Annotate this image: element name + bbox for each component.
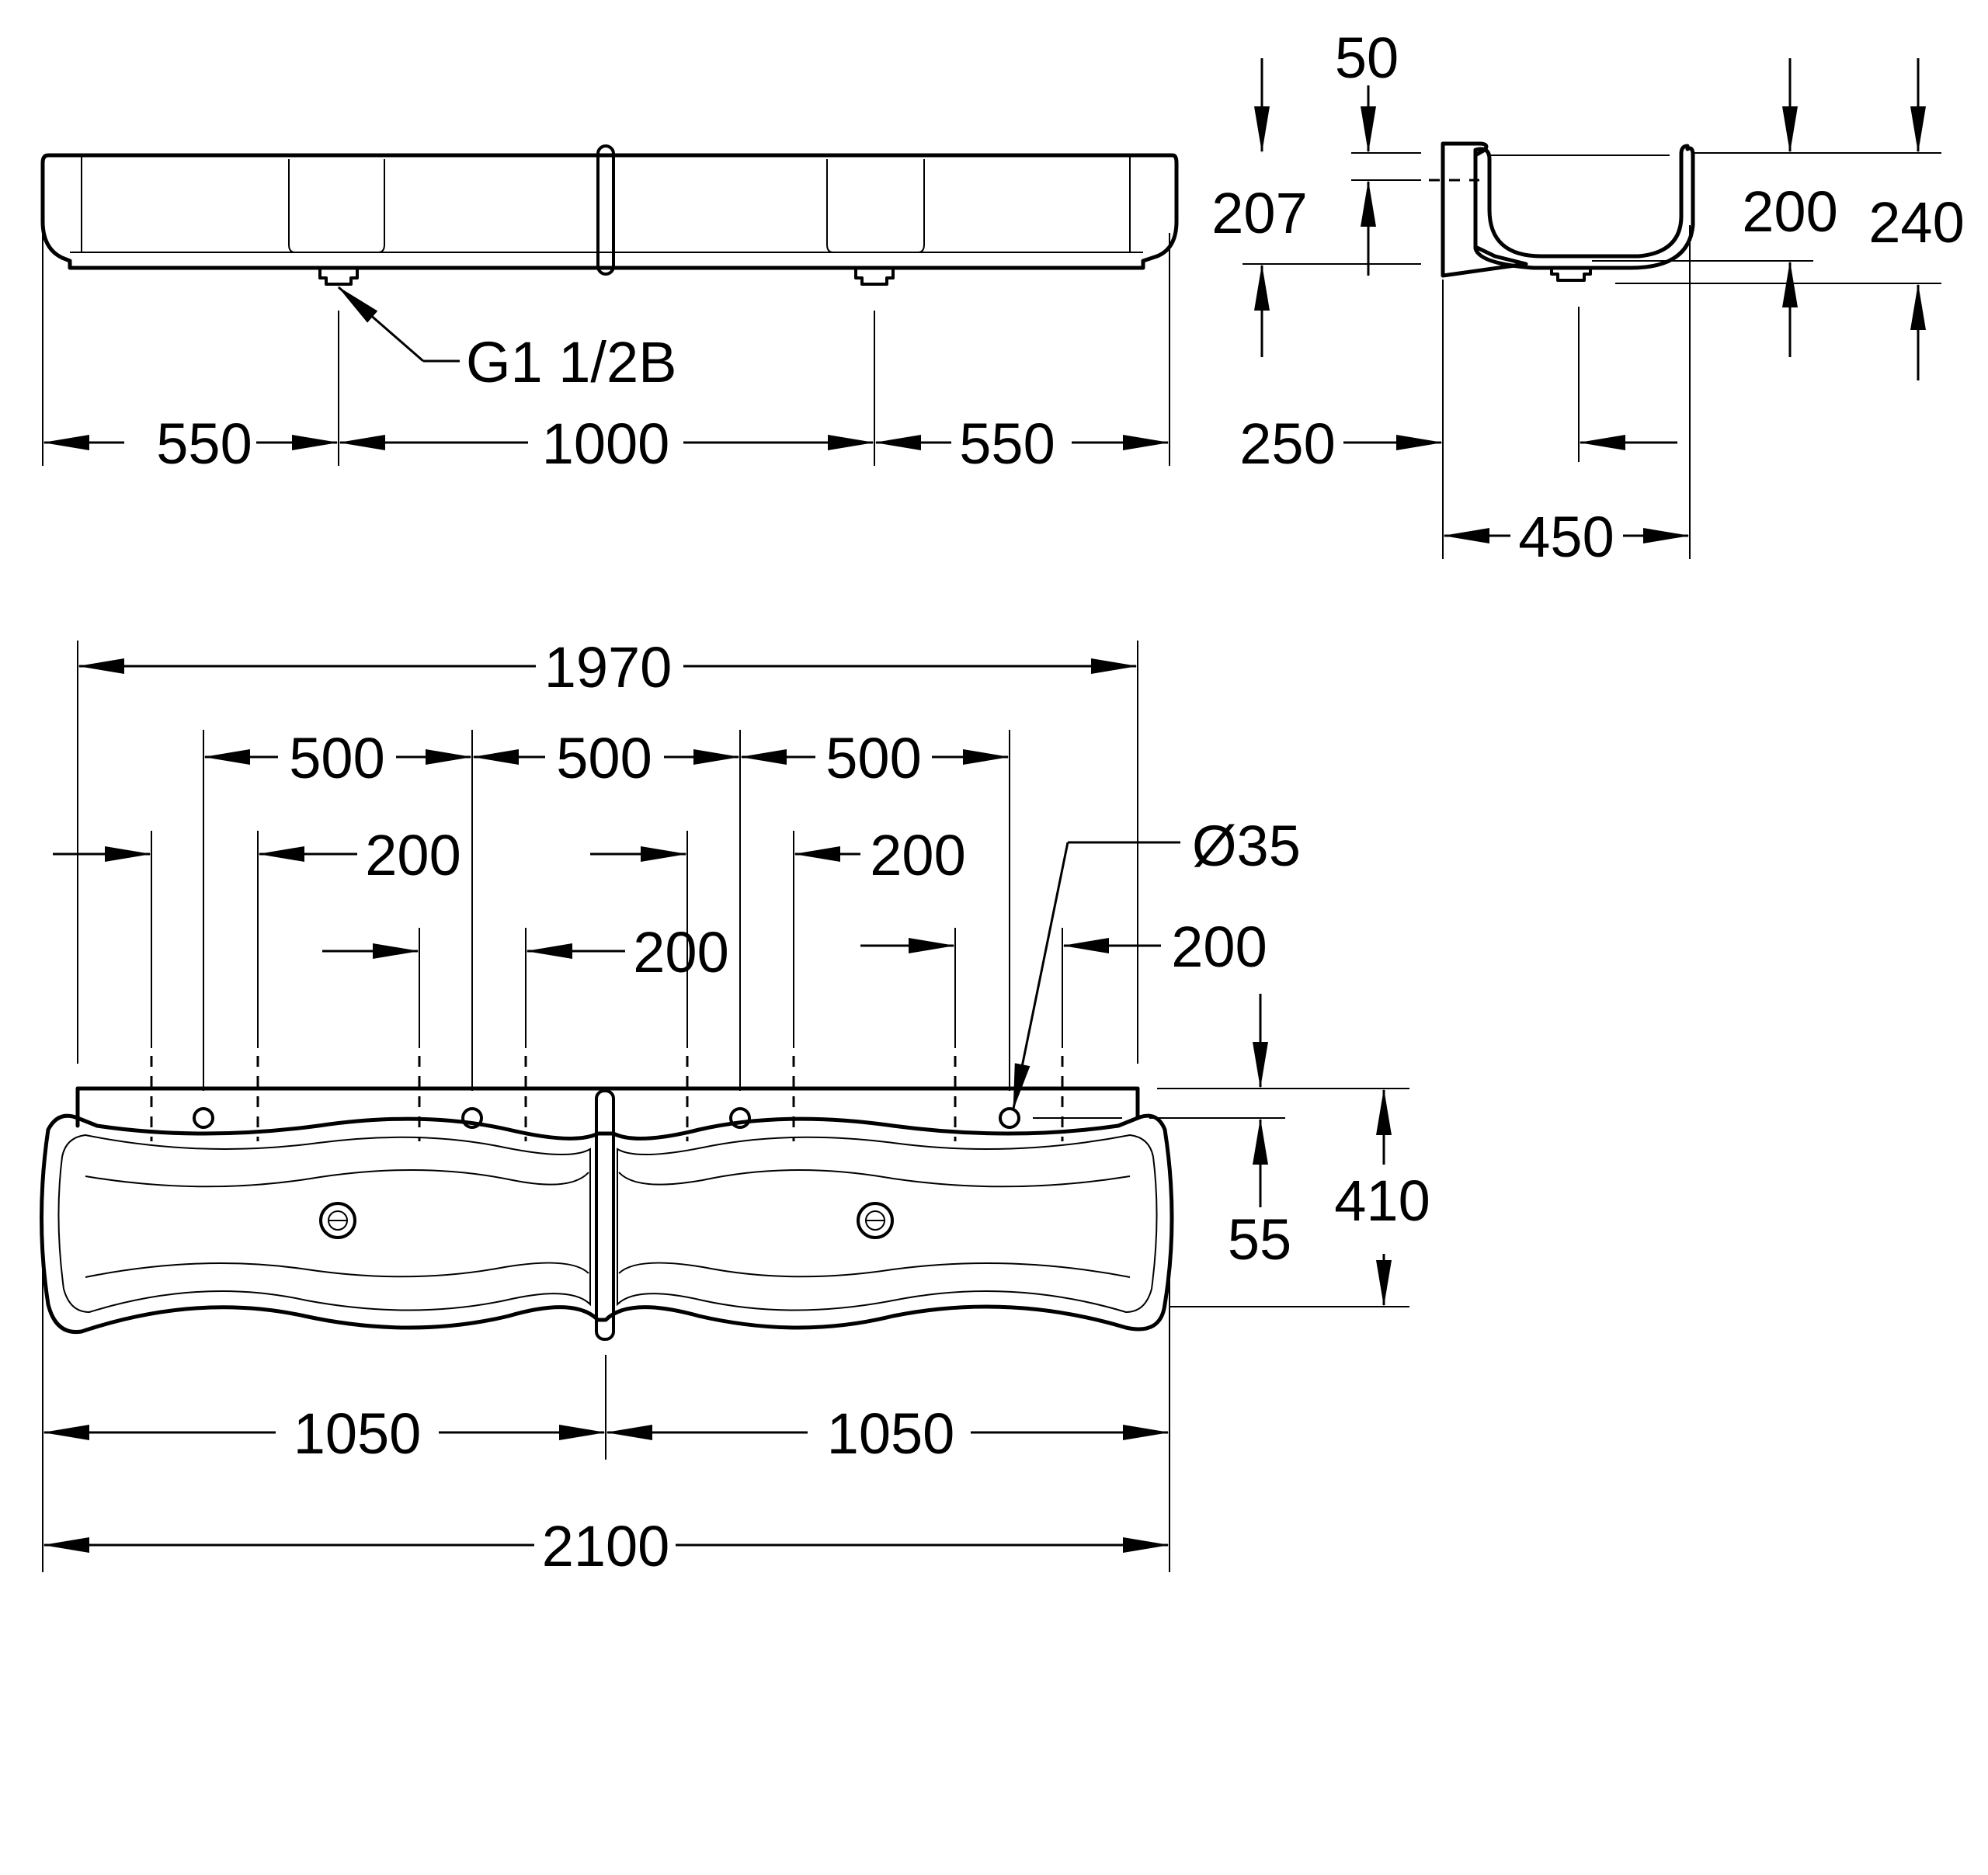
dim-depth: 450 bbox=[1518, 505, 1614, 569]
dim-spacing-200-c: 200 bbox=[870, 823, 965, 887]
dim-overall-inner: 1970 bbox=[544, 635, 673, 700]
top-basin-inner-right bbox=[617, 1134, 1158, 1314]
thread-leader bbox=[337, 286, 424, 363]
dim-tap-spacing-1: 500 bbox=[289, 726, 384, 790]
dim-half-left: 1050 bbox=[294, 1401, 422, 1466]
top-center-divider bbox=[595, 1089, 615, 1341]
dim-wall-offset: 250 bbox=[1239, 411, 1335, 476]
top-drain-left bbox=[319, 1202, 356, 1239]
dim-tap-spacing-3: 500 bbox=[825, 726, 921, 790]
dim-basin-depth: 200 bbox=[1742, 179, 1837, 244]
front-recess-2a bbox=[826, 159, 834, 253]
side-wall-bracket bbox=[1441, 141, 1528, 278]
front-drain-left bbox=[318, 266, 359, 286]
front-center-divider bbox=[596, 144, 615, 276]
front-drain-right bbox=[854, 266, 895, 286]
tap-hole-1 bbox=[193, 1107, 214, 1129]
top-drain-right bbox=[857, 1202, 894, 1239]
tap-hole-2 bbox=[461, 1107, 483, 1129]
side-drain bbox=[1550, 266, 1592, 282]
dim-width: 410 bbox=[1334, 1168, 1430, 1233]
front-recess-1b bbox=[377, 159, 385, 253]
dim-overall: 2100 bbox=[542, 1514, 670, 1578]
dim-half-right: 1050 bbox=[827, 1401, 955, 1466]
front-basin-outline bbox=[40, 153, 1179, 270]
dim-front-right: 550 bbox=[959, 411, 1055, 476]
side-basin-profile bbox=[1473, 144, 1695, 270]
tap-hole-3 bbox=[729, 1107, 751, 1129]
front-recess-1a bbox=[288, 159, 296, 253]
dim-spacing-200-d: 200 bbox=[1171, 915, 1267, 979]
dim-drain-height: 207 bbox=[1211, 181, 1307, 245]
side-view: 207 50 200 240 250 450 bbox=[1211, 26, 1964, 569]
thread-label: G1 1/2B bbox=[466, 330, 677, 394]
dim-tap-spacing-2: 500 bbox=[556, 726, 652, 790]
dim-total-height: 240 bbox=[1868, 190, 1964, 255]
front-recess-2b bbox=[917, 159, 925, 253]
dim-hole-diameter: Ø35 bbox=[1192, 814, 1301, 878]
dim-rim-offset: 50 bbox=[1335, 26, 1399, 90]
tap-hole-4 bbox=[999, 1107, 1020, 1129]
front-view: G1 1/2B 550 1000 550 bbox=[40, 144, 1179, 476]
dim-front-center: 1000 bbox=[542, 411, 670, 476]
top-basin-outer bbox=[40, 1113, 1174, 1335]
dim-spacing-200-a: 200 bbox=[365, 823, 461, 887]
top-view: 1970 500 500 500 200 200 200 200 Ø35 bbox=[40, 633, 1430, 1578]
dim-spacing-200-b: 200 bbox=[633, 920, 728, 984]
dim-front-left: 550 bbox=[156, 411, 252, 476]
dim-hole-from-wall: 55 bbox=[1228, 1207, 1291, 1272]
top-basin-inner bbox=[57, 1134, 591, 1314]
